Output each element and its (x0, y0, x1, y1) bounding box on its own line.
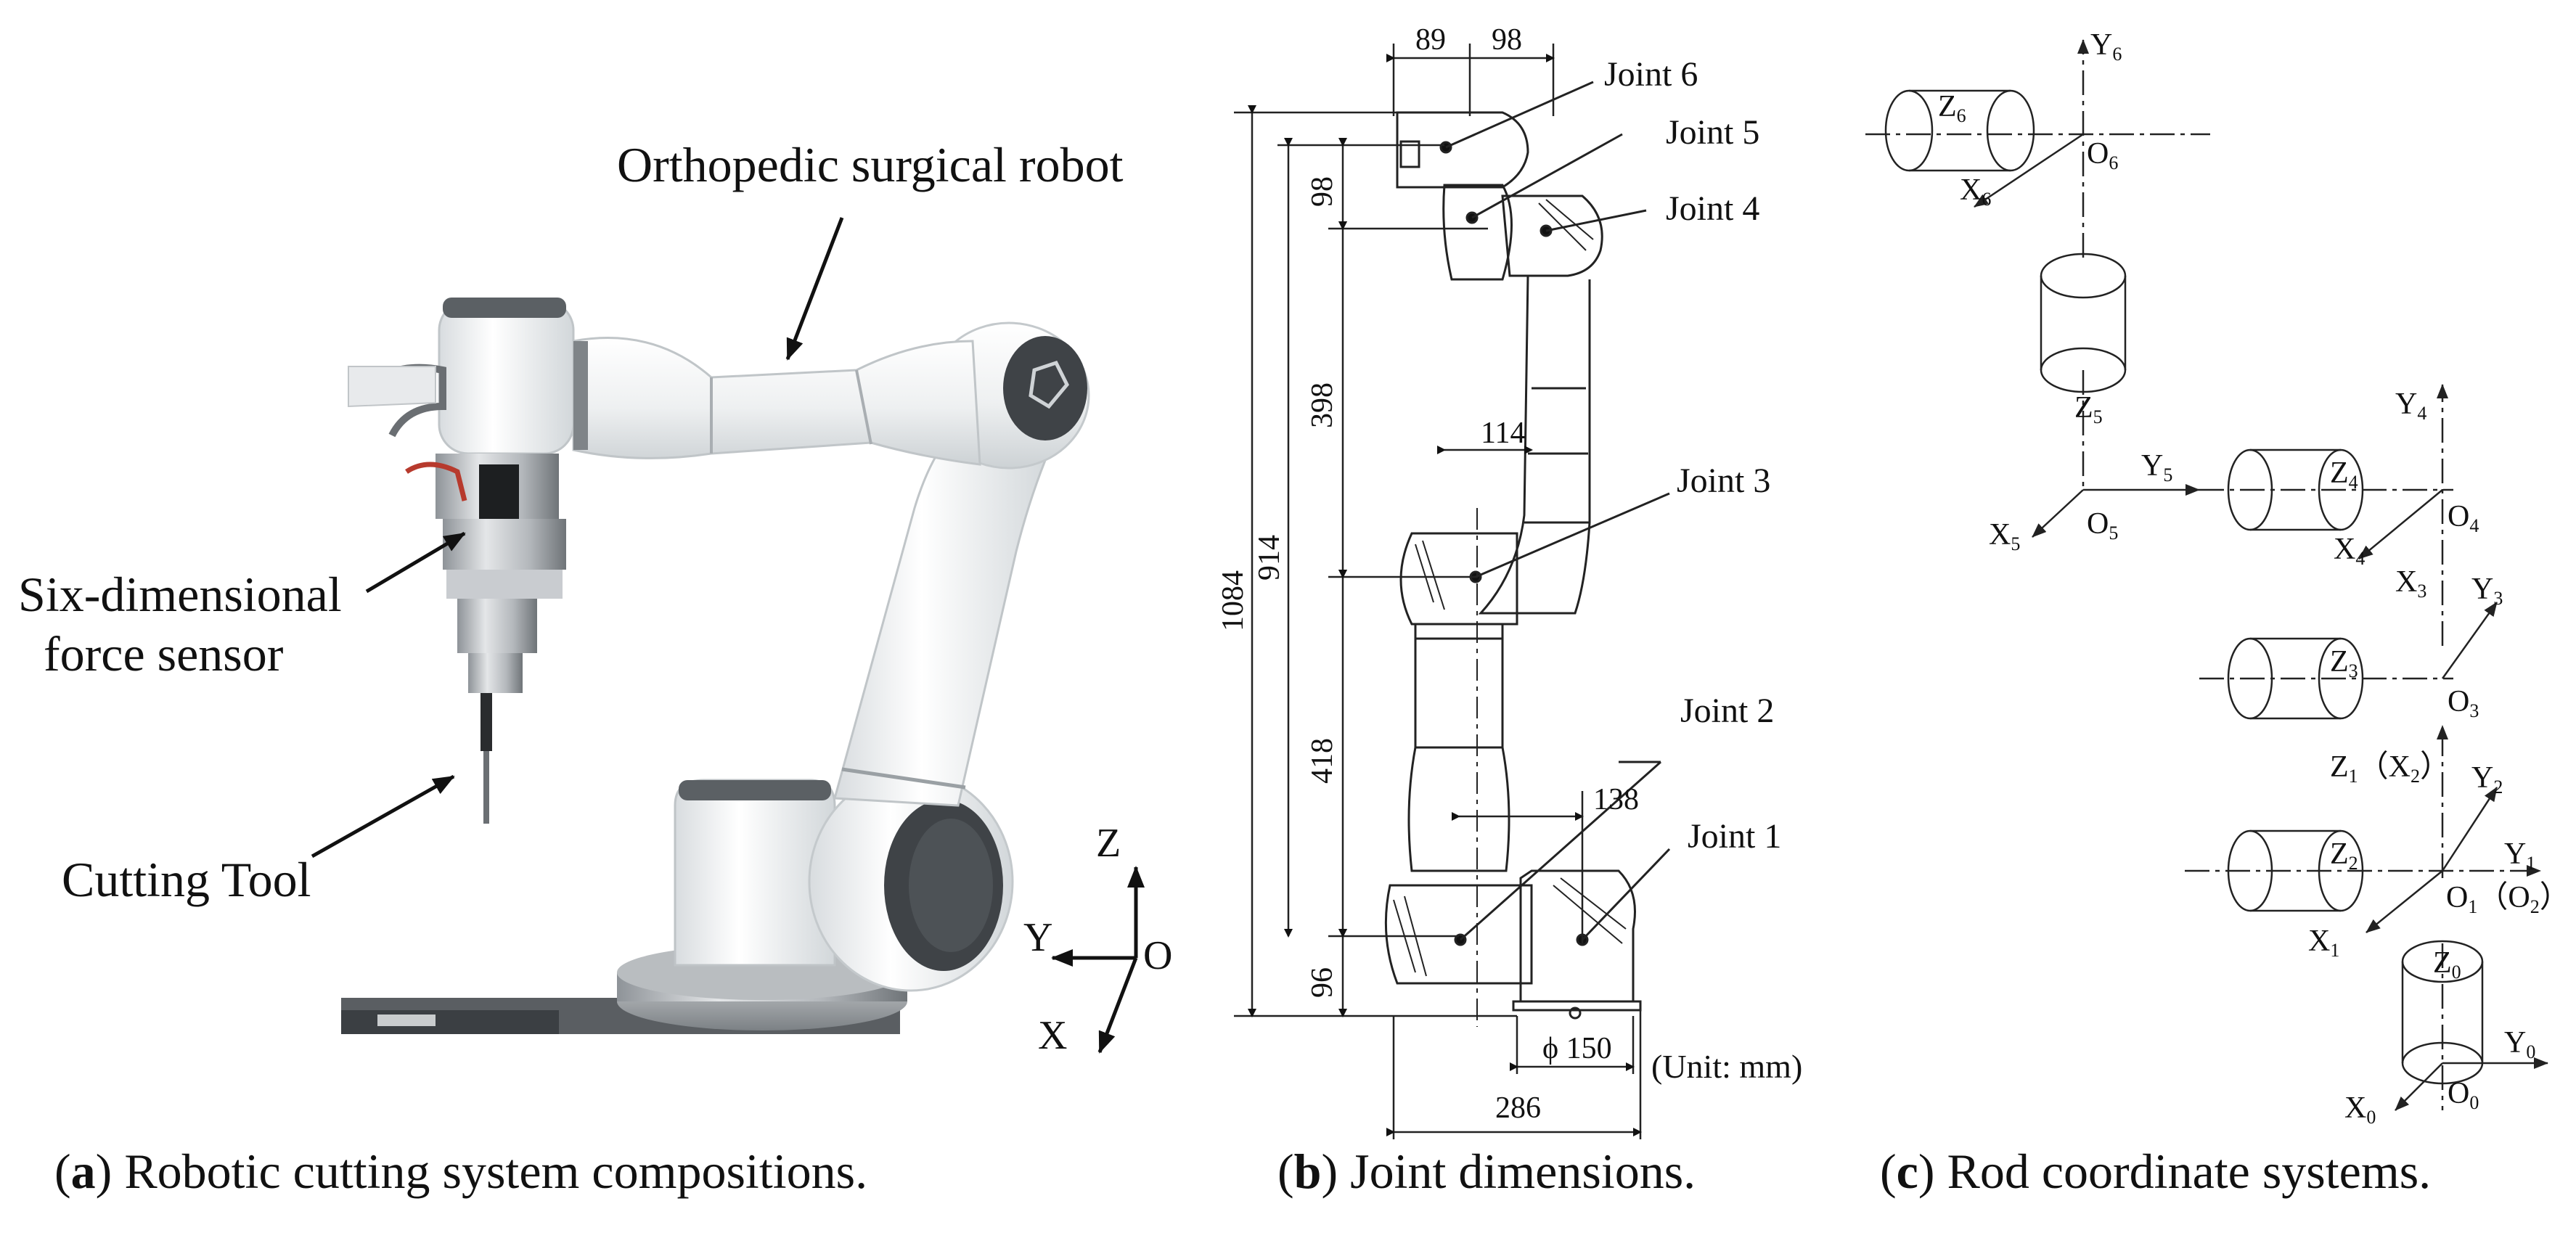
dim-114: 114 (1481, 417, 1525, 450)
y1-label: Y1 (2504, 837, 2535, 874)
frame-5 (2032, 370, 2453, 538)
sensor-label-line2: force sensor (44, 626, 284, 681)
o6-label: O6 (2087, 137, 2118, 173)
dim-96: 96 (1306, 967, 1339, 998)
dim-98-top: 98 (1492, 23, 1522, 57)
o0-label: O0 (2448, 1077, 2479, 1113)
dimension-labels: 89 98 1084 914 98 398 418 96 114 138 ϕ 1… (1217, 23, 1802, 1125)
frame-labels: Y6 Z6 O6 X6 Z5 Y5 O5 X5 Y4 Z4 O4 X4 X3 Y… (1938, 28, 2570, 1128)
caption-a-text: Robotic cutting system compositions. (112, 1144, 868, 1199)
dim-89: 89 (1415, 23, 1446, 57)
z3-label: Z3 (2330, 645, 2358, 681)
dim-98: 98 (1306, 176, 1339, 207)
dim-914: 914 (1253, 535, 1286, 581)
dimension-lines (1234, 44, 1642, 1139)
y4-label: Y4 (2395, 388, 2426, 424)
z1-x2-label: Z1（X2） (2330, 750, 2450, 787)
z0-label: Z0 (2433, 946, 2461, 983)
x5-label: X5 (1989, 518, 2020, 554)
x4-label: X4 (2334, 533, 2365, 569)
frame-0 (2395, 940, 2548, 1111)
caption-a-letter: a (70, 1144, 96, 1199)
caption-c-letter: c (1896, 1144, 1918, 1199)
robot-upper-arm (572, 337, 981, 466)
axis-z-label: Z (1096, 821, 1121, 866)
elbow-joint-cap (1003, 336, 1087, 440)
caption-b-letter: b (1293, 1144, 1322, 1199)
panel-c: Y6 Z6 O6 X6 Z5 Y5 O5 X5 Y4 Z4 O4 X4 X3 Y… (1865, 28, 2570, 1128)
caption-b-text: Joint dimensions. (1338, 1144, 1696, 1199)
unit-label: (Unit: mm) (1651, 1048, 1802, 1085)
robot-outline-drawing (1384, 111, 1642, 1020)
wrist-joint (438, 300, 575, 455)
y0-label: Y0 (2504, 1026, 2535, 1062)
frame-4 (2227, 384, 2448, 646)
dim-1084: 1084 (1217, 570, 1250, 631)
frame-3 (2199, 602, 2498, 720)
o5-label: O5 (2087, 507, 2118, 544)
caption-a: (a) Robotic cutting system compositions. (54, 1144, 868, 1199)
frame-1-2 (2185, 725, 2541, 933)
joint-labels: Joint 6 Joint 5 Joint 4 Joint 3 Joint 2 … (1604, 55, 1781, 856)
joint2-label: Joint 2 (1680, 692, 1774, 730)
sensor-label-arrow (365, 531, 466, 594)
joint3-label: Joint 3 (1677, 462, 1770, 500)
y5-label: Y5 (2141, 449, 2172, 485)
tool-label: Cutting Tool (62, 852, 311, 907)
dim-286: 286 (1495, 1091, 1541, 1125)
y3-label: Y3 (2471, 573, 2503, 609)
joint6-label: Joint 6 (1604, 55, 1698, 94)
o4-label: O4 (2448, 500, 2479, 536)
dim-418: 418 (1306, 738, 1339, 784)
base-coordinate-frame: Z Y O X (1023, 821, 1172, 1058)
robot-label-arrow (785, 217, 844, 361)
tool-label-arrow (311, 774, 455, 858)
x3-label: X3 (2395, 565, 2426, 602)
y6-label: Y6 (2090, 28, 2122, 65)
z2-label: Z2 (2330, 837, 2358, 874)
panel-a: Orthopedic surgical robot Six-dimensiona… (18, 137, 1172, 1058)
robot-photo (341, 298, 1090, 1034)
robot-label: Orthopedic surgical robot (617, 137, 1124, 192)
x1-label: X1 (2308, 925, 2339, 961)
o3-label: O3 (2448, 685, 2479, 721)
panel-b: Joint 6 Joint 5 Joint 4 Joint 3 Joint 2 … (1217, 23, 1802, 1139)
joint5-label: Joint 5 (1666, 113, 1759, 152)
axis-x-label: X (1038, 1013, 1067, 1058)
axis-y-label: Y (1023, 915, 1052, 960)
joint4-label: Joint 4 (1666, 189, 1759, 228)
frame-6 (1865, 39, 2210, 258)
x0-label: X0 (2344, 1091, 2376, 1128)
cutting-tool (481, 693, 492, 751)
caption-c-text: Rod coordinate systems. (1934, 1144, 2432, 1199)
dim-398: 398 (1306, 382, 1339, 428)
joint-leaders (1439, 81, 1671, 946)
dim-138: 138 (1593, 783, 1639, 816)
spindle (457, 599, 537, 653)
y2-label: Y2 (2471, 761, 2503, 798)
dim-phi150: ϕ 150 (1542, 1032, 1612, 1065)
caption-b: (b) Joint dimensions. (1277, 1144, 1696, 1199)
joint1-label: Joint 1 (1688, 817, 1781, 856)
z5-label: Z5 (2074, 391, 2103, 427)
z6-label: Z6 (1938, 90, 1966, 126)
sensor-label-line1: Six-dimensional (18, 567, 342, 622)
o1-o2-label: O1（O2） (2446, 881, 2570, 917)
caption-c: (c) Rod coordinate systems. (1880, 1144, 2432, 1199)
x6-label: X6 (1960, 173, 1991, 210)
axis-origin-label: O (1143, 933, 1172, 978)
z4-label: Z4 (2330, 456, 2358, 493)
